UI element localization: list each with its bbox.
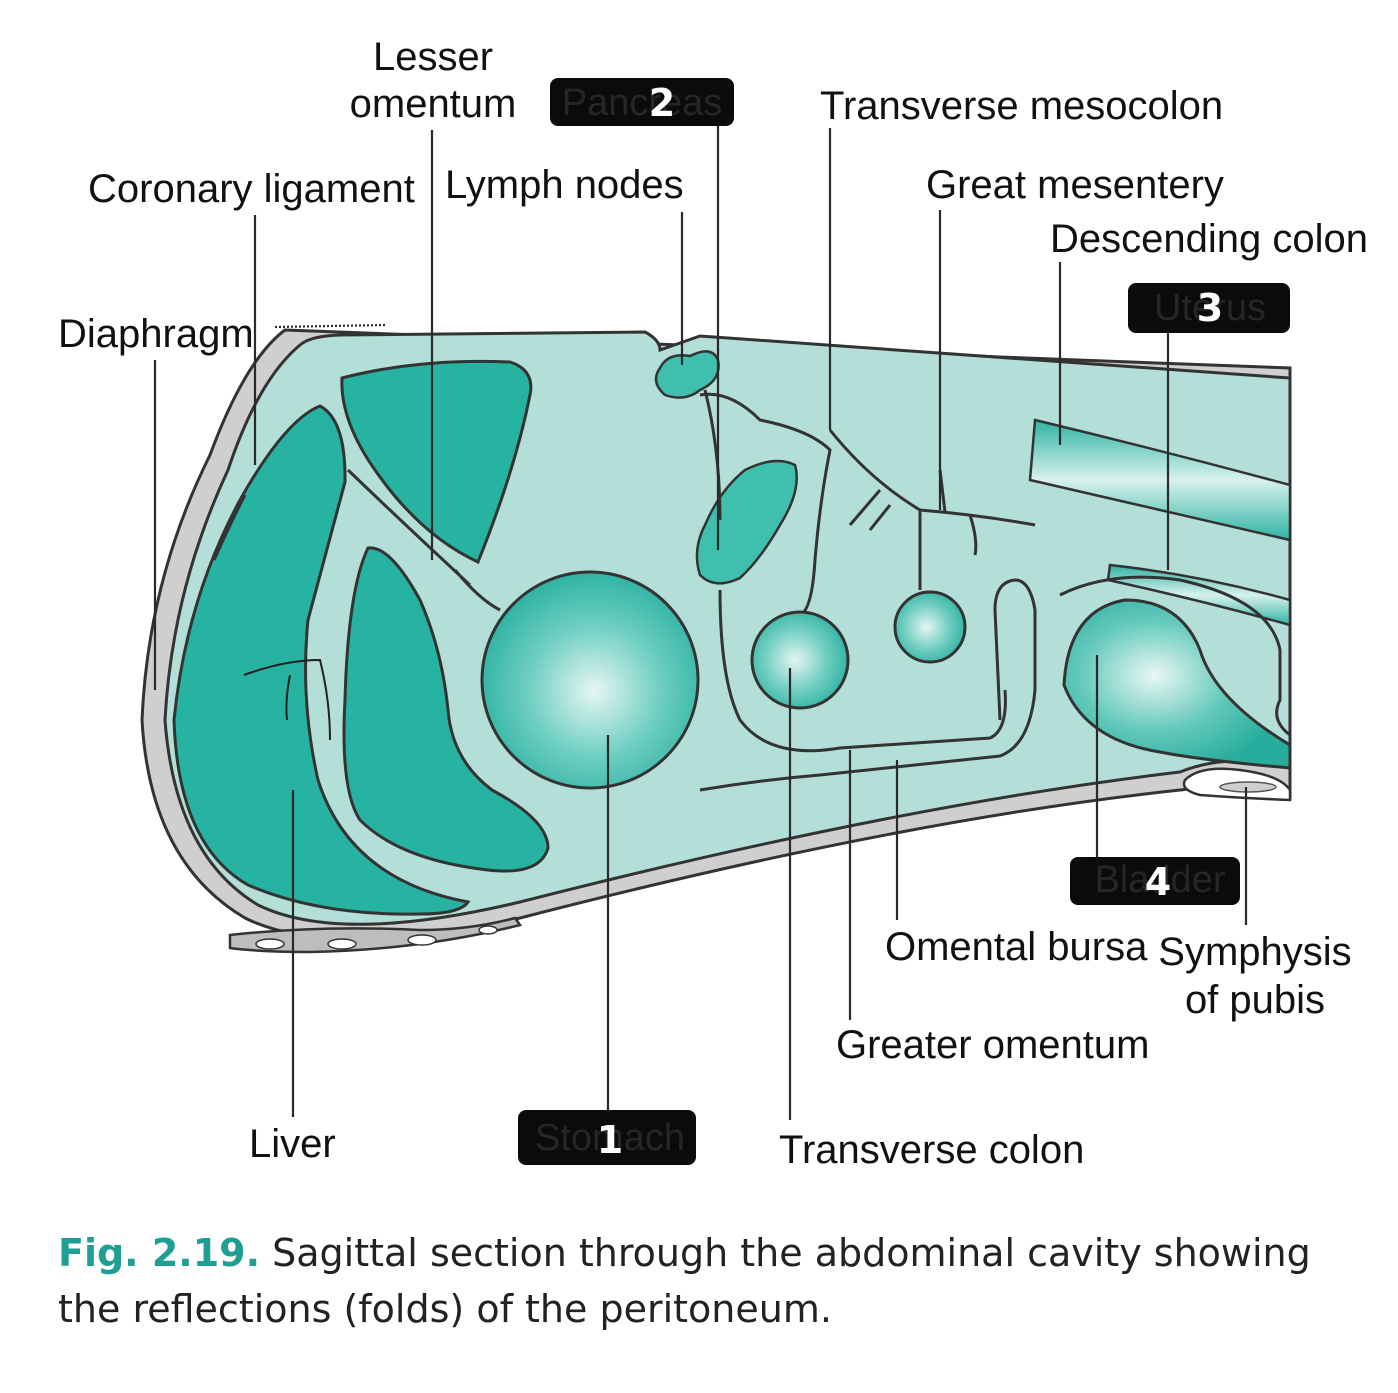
liver [172,404,471,916]
label-transverse-mesocolon: Transverse mesocolon [820,84,1223,128]
redacted-number: 2 [649,81,675,125]
figure-caption: Fig. 2.19. Sagittal section through the … [58,1225,1358,1337]
redacted-hidden-text: Bladder [1095,859,1226,901]
label-greater-omentum: Greater omentum [836,1023,1149,1067]
liver-upper-lobe [340,359,533,565]
redacted-label-4: Bladder 4 [1070,857,1240,905]
figure-caption-text: Sagittal section through the abdominal c… [58,1231,1311,1331]
transverse-colon [750,610,850,710]
label-coronary-ligament: Coronary ligament [88,167,415,211]
lesser-omentum-fold [346,389,1007,753]
coronary-fold [212,494,247,561]
label-symphysis-pubis-line1: Symphysis [1158,930,1351,974]
label-transverse-colon: Transverse colon [779,1128,1084,1172]
label-lymph-nodes: Lymph nodes [445,163,684,207]
rectus-muscle-oval [255,938,285,950]
rectus-muscle-oval [407,934,437,946]
rectus-muscle-oval [478,925,498,935]
label-descending-colon: Descending colon [1050,217,1368,261]
figure-number: Fig. 2.19. [58,1231,261,1275]
uterus [1106,563,1292,627]
redacted-number: 3 [1197,286,1223,330]
intestine-loop [893,590,967,664]
anterior-abdominal-wall [228,916,523,954]
greater-omentum-fold [699,578,1037,792]
rectus-muscle-oval [327,938,357,950]
transverse-mesocolon-fold [699,392,832,617]
pancreas [695,459,798,585]
leader-lines [153,126,1248,1127]
redacted-hidden-text: Pancreas [562,82,723,124]
liver-vessel [243,658,331,741]
bladder [1062,598,1292,770]
great-mesentery-fold [828,429,1036,590]
liver-lobe [342,546,550,873]
symphysis-cartilage [1219,781,1277,793]
label-symphysis-pubis-line2: of pubis [1185,978,1325,1022]
redacted-label-3: Uterus 3 [1128,283,1290,333]
redacted-label-2: Pancreas 2 [550,78,734,126]
bladder-peritoneum-fold [1059,575,1291,737]
stomach [480,570,700,790]
redacted-number: 1 [597,1118,623,1162]
label-lesser-omentum-line2: omentum [350,82,517,126]
redacted-hidden-text: Stomach [535,1117,685,1159]
label-liver: Liver [249,1122,336,1166]
label-great-mesentery: Great mesentery [926,163,1224,207]
descending-colon [1028,418,1292,542]
label-diaphragm: Diaphragm [58,312,254,356]
label-omental-bursa: Omental bursa [885,925,1148,969]
redacted-number: 4 [1145,860,1171,904]
lymph-nodes [654,350,720,399]
label-lesser-omentum-line1: Lesser [373,35,493,79]
redacted-hidden-text: Uterus [1154,287,1266,329]
redacted-label-1: Stomach 1 [518,1110,696,1165]
